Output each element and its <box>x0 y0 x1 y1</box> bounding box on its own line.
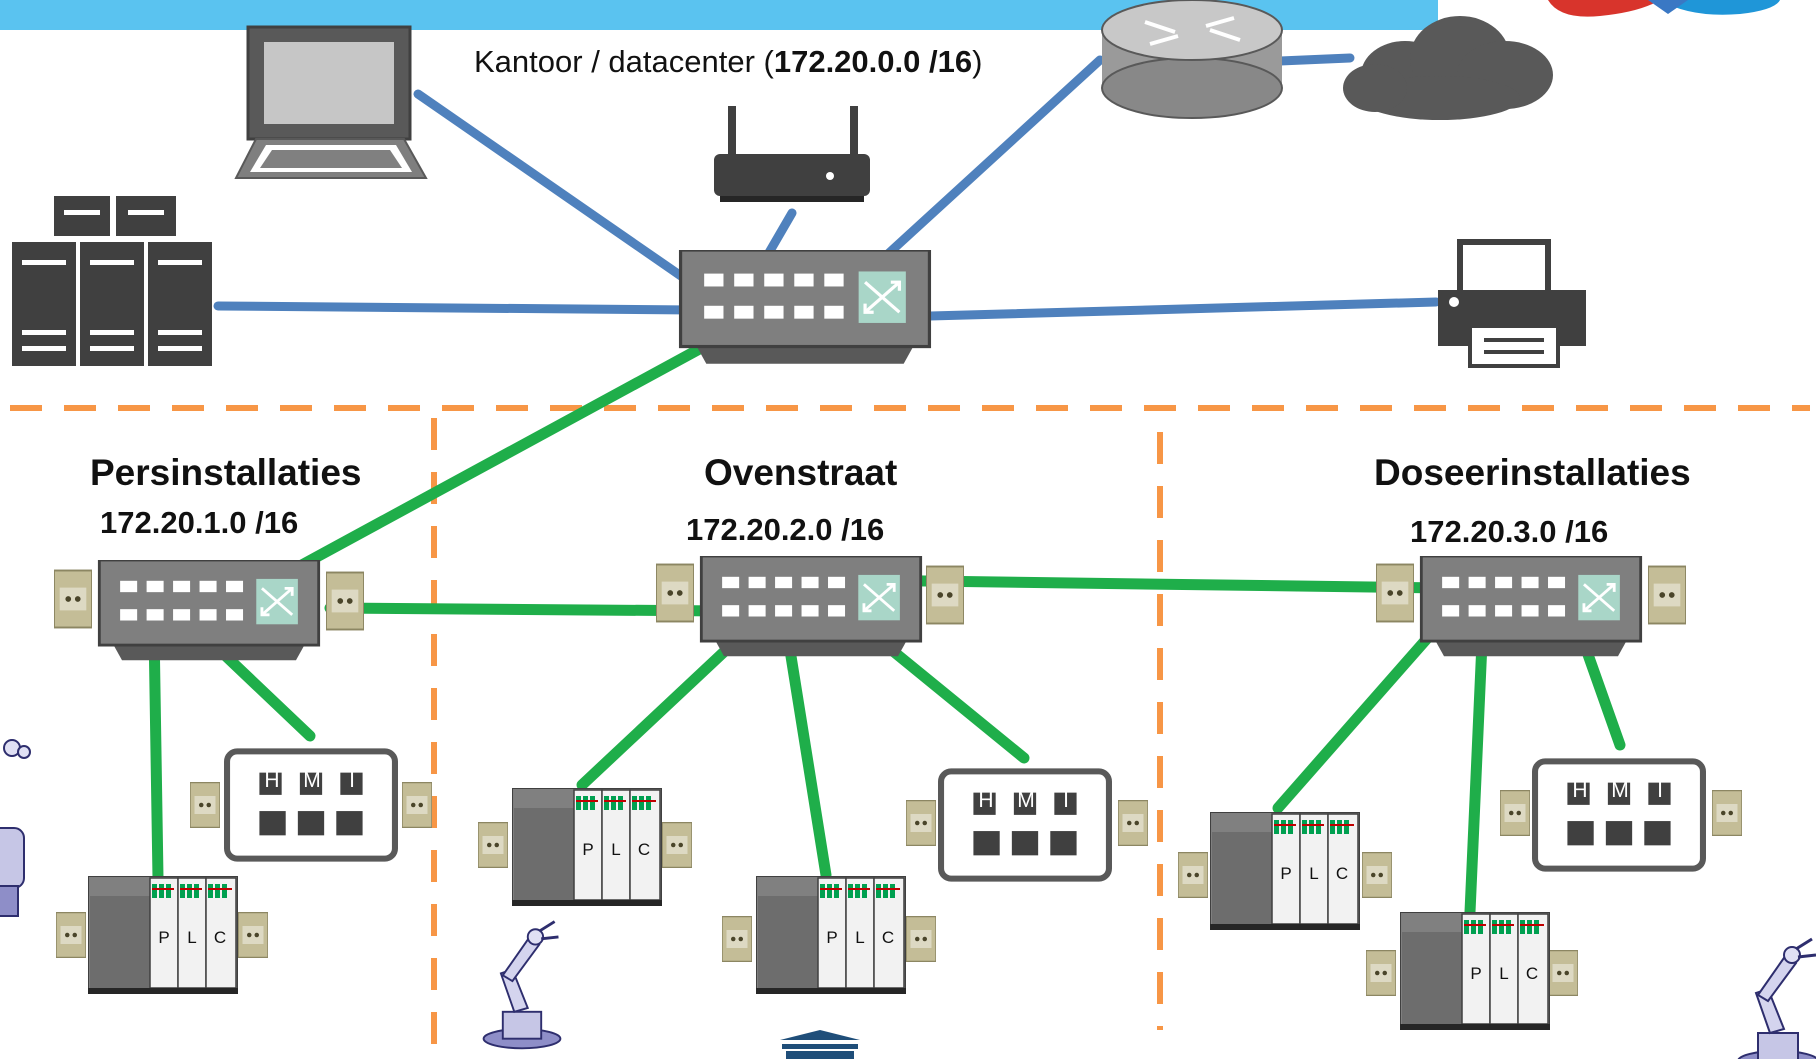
din-clip-icon <box>402 782 432 828</box>
plc-label-letter: C <box>213 928 227 947</box>
office-links <box>213 53 1441 323</box>
plc-label-letter: C <box>637 840 651 859</box>
hmi-label-letter: M <box>1611 779 1629 802</box>
plc-label-letter: C <box>881 928 895 947</box>
din-clip-icon <box>238 912 268 958</box>
office-switch-icon <box>678 250 932 366</box>
logo <box>1548 0 1780 17</box>
din-clip-icon <box>1362 852 1392 898</box>
din-clip-icon <box>926 565 964 625</box>
din-clip-icon <box>56 912 86 958</box>
office-label-suffix: ) <box>972 44 983 79</box>
zone-title-persinstallaties: Persinstallaties <box>90 452 362 493</box>
zone-title-ovenstraat: Ovenstraat <box>704 452 898 493</box>
router-icon <box>1101 0 1283 119</box>
din-clip-icon <box>662 822 692 868</box>
laptop-icon <box>234 25 428 179</box>
ovenstraat-switch-icon <box>699 556 923 658</box>
plc-label-letter: P <box>1470 964 1482 983</box>
plc-label-letter: C <box>1525 964 1539 983</box>
plc-label-letter: P <box>582 840 594 859</box>
plc-label-letter: L <box>611 840 621 859</box>
plant-links <box>148 322 1626 918</box>
din-clip-icon <box>656 563 694 623</box>
zone-subnet-doseerinstallaties: 172.20.3.0 /16 <box>1410 514 1609 549</box>
hmi-label-letter: H <box>978 789 994 812</box>
plc-label-letter: L <box>1309 864 1319 883</box>
din-clip-icon <box>1178 852 1208 898</box>
building-icon <box>780 1030 860 1059</box>
hmi-label-letter: I <box>1063 789 1069 812</box>
robot-arm-icon <box>1736 937 1816 1059</box>
office-label: Kantoor / datacenter (172.20.0.0 /16) <box>474 44 982 80</box>
zone-subnet-ovenstraat: 172.20.2.0 /16 <box>686 512 885 547</box>
din-clip-icon <box>1648 565 1686 625</box>
office-subnet: 172.20.0.0 /16 <box>773 44 973 79</box>
plc-label-letter: C <box>1335 864 1349 883</box>
plc-label-letter: L <box>855 928 865 947</box>
plc-label-letter: P <box>826 928 838 947</box>
din-clip-icon <box>1548 950 1578 996</box>
server-icon <box>12 196 212 366</box>
din-clip-icon <box>1366 950 1396 996</box>
din-clip-icon <box>906 800 936 846</box>
din-clip-icon <box>906 916 936 962</box>
hmi-panel-icon <box>1535 761 1703 868</box>
din-clip-icon <box>190 782 220 828</box>
plc-label-letter: L <box>187 928 197 947</box>
office-label-prefix: Kantoor / datacenter ( <box>474 44 774 79</box>
zone-title-doseerinstallaties: Doseerinstallaties <box>1374 452 1691 493</box>
din-clip-icon <box>326 571 364 631</box>
plc-label-letter: P <box>1280 864 1292 883</box>
persinstallaties-switch-icon <box>97 560 321 662</box>
din-clip-icon <box>478 822 508 868</box>
printer-icon <box>1438 239 1586 368</box>
cloud-icon <box>1343 16 1553 120</box>
din-clip-icon <box>1376 563 1414 623</box>
din-clip-icon <box>1118 800 1148 846</box>
hmi-panel-icon <box>941 771 1109 878</box>
hmi-label-letter: M <box>1017 789 1035 812</box>
plc-label-letter: P <box>158 928 170 947</box>
hmi-label-letter: I <box>1657 779 1663 802</box>
din-clip-icon <box>54 569 92 629</box>
zone-subnet-persinstallaties: 172.20.1.0 /16 <box>100 505 299 540</box>
din-clip-icon <box>1500 790 1530 836</box>
hmi-label-letter: H <box>264 769 280 792</box>
robot-arm-icon <box>0 739 31 917</box>
hmi-label-letter: I <box>349 769 355 792</box>
zone-separators <box>10 405 1810 1059</box>
hmi-panel-icon <box>227 751 395 858</box>
wireless-router-icon <box>714 106 870 202</box>
hmi-label-letter: M <box>303 769 321 792</box>
doseerinstallaties-switch-icon <box>1419 556 1643 658</box>
din-clip-icon <box>722 916 752 962</box>
hmi-label-letter: H <box>1572 779 1588 802</box>
robot-arm-icon <box>481 919 563 1050</box>
din-clip-icon <box>1712 790 1742 836</box>
plc-label-letter: L <box>1499 964 1509 983</box>
